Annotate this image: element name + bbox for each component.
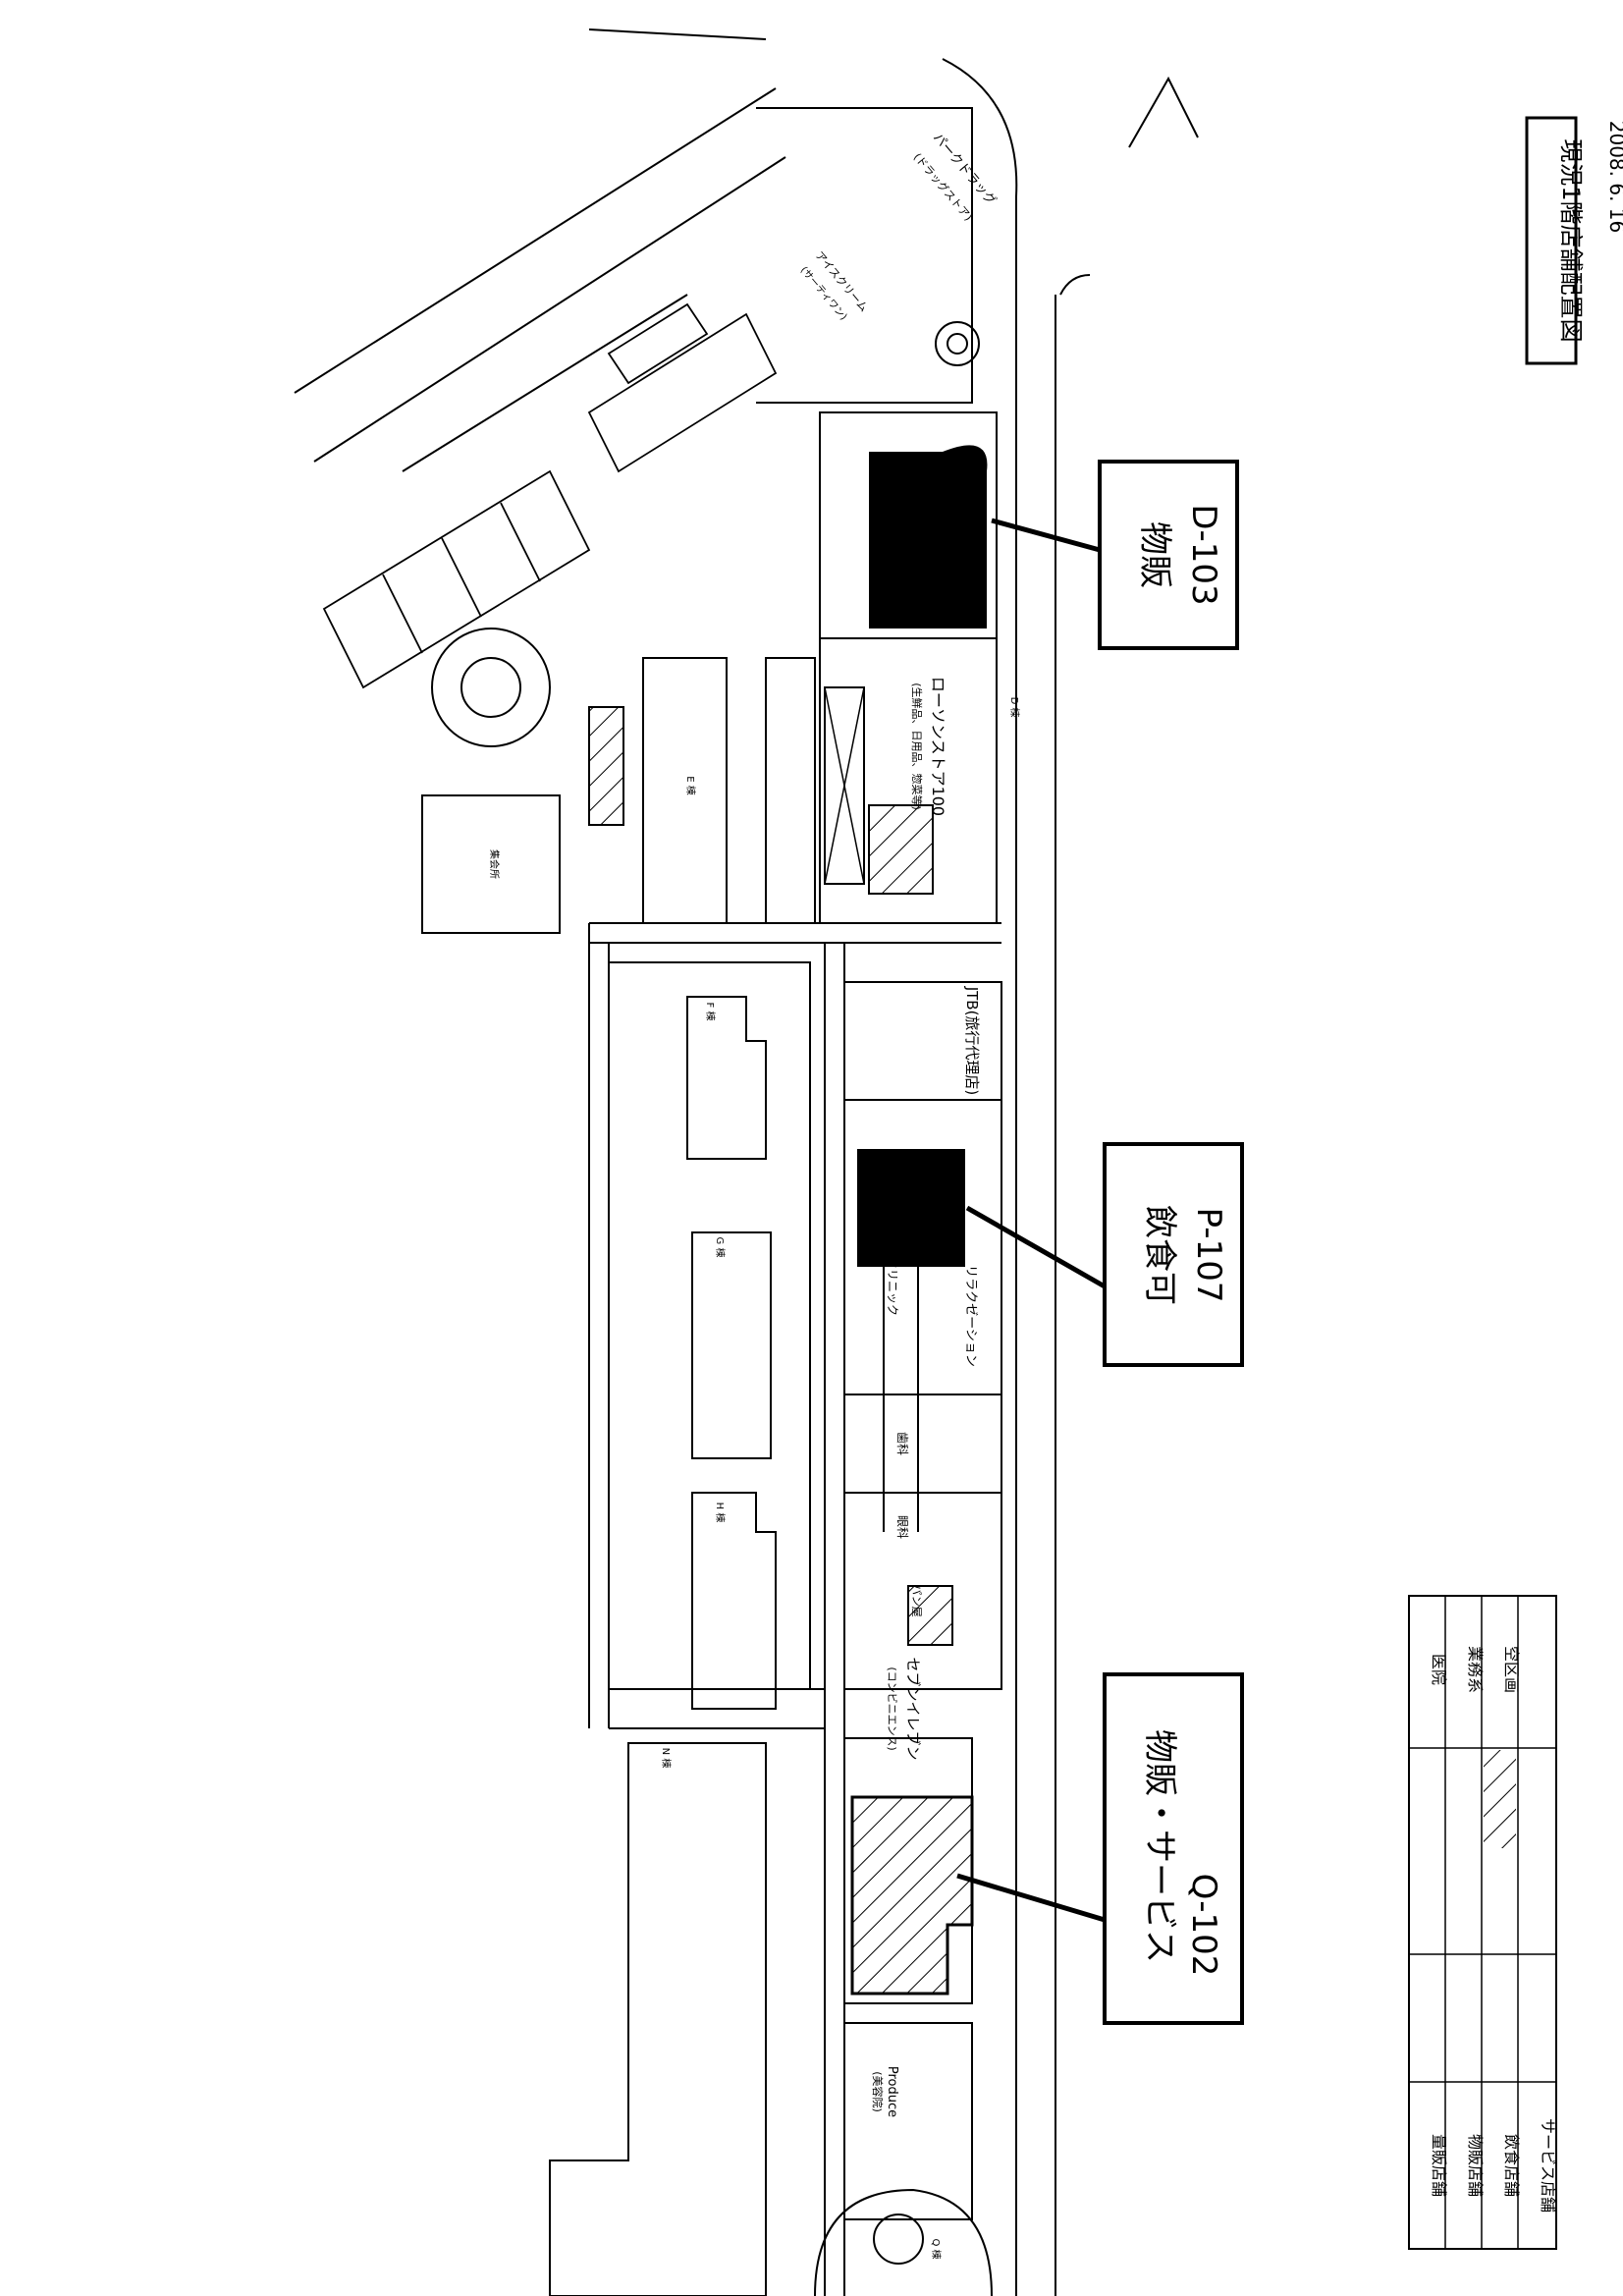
legend-right-1: 医院 — [1430, 1654, 1448, 1685]
plaza — [814, 2188, 993, 2296]
callout-p107-id: P-107 — [1189, 1208, 1228, 1303]
building-parking — [421, 794, 561, 934]
unit-d103-fill — [869, 445, 988, 629]
label-relaxation: リラクゼーション — [963, 1265, 978, 1367]
hatch-small-1 — [907, 1585, 953, 1646]
hatch-northwest — [588, 706, 624, 826]
callout-q102: Q-102 物販・サービス — [1103, 1672, 1244, 2025]
callout-d103: D-103 物販 — [1098, 460, 1239, 650]
callout-q102-use: 物販・サービス — [1140, 1729, 1179, 1963]
legend-hatch-swatch — [1484, 1750, 1516, 1848]
callout-d103-id: D-103 — [1184, 504, 1223, 605]
legend-row-2: 物販店舗 — [1466, 2134, 1485, 2197]
label-clinic2: 歯科 — [895, 1432, 909, 1455]
legend-right-2: 業務系 — [1466, 1646, 1485, 1693]
unit-q102-hatch — [850, 1795, 974, 1995]
roundabout — [431, 321, 980, 747]
label-building-q: Q 棟 — [930, 2238, 943, 2259]
callout-q102-id: Q-102 — [1184, 1874, 1223, 1977]
building-h — [691, 1492, 777, 1710]
legend-right-3: 空区画 — [1502, 1646, 1521, 1693]
label-building-g: G 棟 — [714, 1237, 727, 1258]
hatch-lawson — [868, 804, 934, 895]
label-building-h: H 棟 — [714, 1503, 727, 1523]
building-e-annex — [765, 657, 816, 924]
callout-p107-use: 飲食可 — [1140, 1205, 1179, 1305]
leader-lines — [956, 518, 1107, 1923]
callout-p107: P-107 飲食可 — [1103, 1142, 1244, 1367]
label-lawson-sub: (生鮮品、日用品、惣菜等) — [910, 683, 924, 810]
label-building-f: F 棟 — [704, 1003, 717, 1021]
building-g — [691, 1231, 772, 1459]
building-labels: 集会所 E 棟 F 棟 G 棟 H 棟 N 棟 Q 棟 D 棟 — [488, 697, 1021, 2260]
label-produce: Produce — [885, 2066, 899, 2117]
buildings — [421, 657, 816, 2296]
label-parking: 集会所 — [488, 849, 501, 879]
label-clinic3: 眼科 — [895, 1515, 909, 1539]
label-building-n: N 棟 — [660, 1748, 673, 1769]
label-building-d: D 棟 — [1008, 697, 1021, 718]
sheet-date: 2008. 6. 16 — [1605, 121, 1623, 234]
road-lines — [294, 28, 1199, 2296]
label-building-e: E 棟 — [684, 776, 697, 795]
sheet-title: 現況1階店舗配置図 — [1557, 138, 1585, 342]
building-f — [686, 996, 767, 1160]
label-park: パークドラッグ — [930, 131, 999, 208]
legend-row-4: サービス店舗 — [1539, 2118, 1557, 2213]
legend-row-1: 量販店舗 — [1430, 2134, 1448, 2197]
label-clinic1: クリニック — [886, 1257, 899, 1316]
legend: 量販店舗 物販店舗 飲食店舗 サービス店舗 医院 業務系 空区画 — [1408, 1595, 1557, 2250]
label-seven-sub: (コンビニエンス) — [886, 1667, 898, 1750]
label-jtb: JTB(旅行代理店) — [963, 986, 981, 1096]
label-lawson: ローソンストア100 — [929, 677, 947, 816]
unit-p107-fill — [857, 1149, 965, 1267]
label-produce-sub: (美容院) — [871, 2071, 885, 2112]
building-e — [642, 657, 728, 924]
callout-d103-use: 物販 — [1135, 521, 1174, 588]
legend-row-3: 飲食店舗 — [1502, 2134, 1521, 2197]
label-bakery: パン屋 — [910, 1584, 923, 1617]
title-block: 現況1階店舗配置図 2008. 6. 16 — [1525, 116, 1623, 365]
parking-blocks — [322, 302, 778, 689]
label-seven: セブンイレブン — [904, 1657, 922, 1760]
building-n — [549, 1742, 767, 2296]
